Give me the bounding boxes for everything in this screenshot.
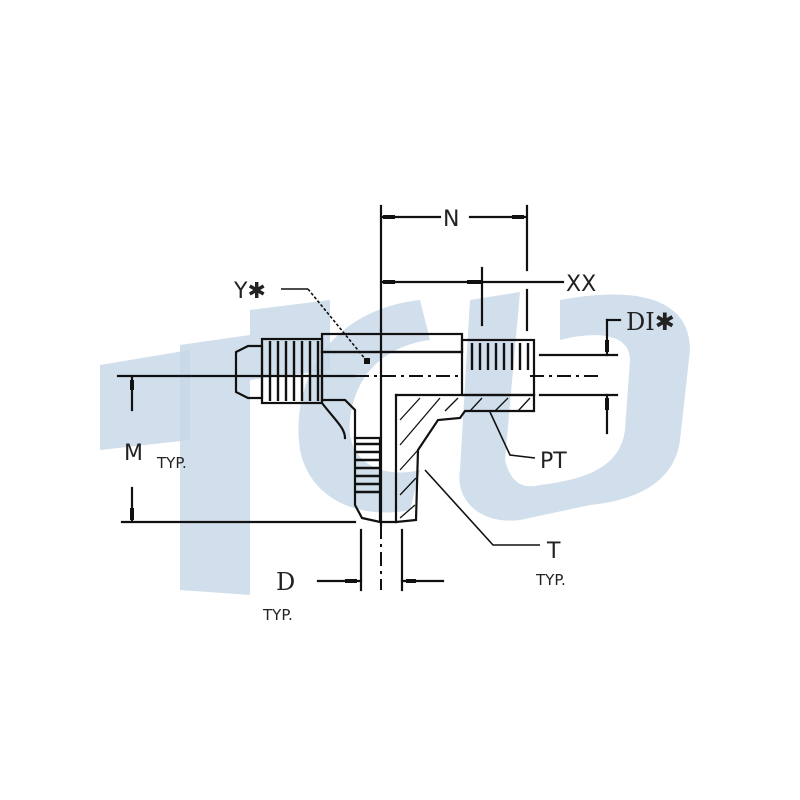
label-y: Y✱ bbox=[233, 279, 266, 304]
dimension-d: D TYP. bbox=[262, 528, 445, 624]
label-n: N bbox=[443, 207, 459, 232]
label-d: D bbox=[276, 568, 295, 596]
dimension-m: M TYP. bbox=[120, 376, 357, 524]
leader-y: Y✱ bbox=[233, 279, 370, 364]
label-m-typ: TYP. bbox=[156, 454, 187, 472]
dimension-n: N bbox=[379, 204, 529, 332]
thread-right bbox=[470, 343, 530, 370]
label-di: DI✱ bbox=[626, 308, 675, 336]
section-hatch bbox=[399, 397, 531, 519]
label-pt: PT bbox=[540, 449, 567, 474]
label-t-typ: TYP. bbox=[535, 571, 566, 589]
tee-body bbox=[234, 328, 536, 590]
label-d-typ: TYP. bbox=[262, 606, 293, 624]
dimension-xx: XX bbox=[381, 266, 596, 327]
leader-t: T TYP. bbox=[424, 469, 566, 589]
label-m: M bbox=[124, 441, 143, 466]
dimension-di: DI✱ bbox=[538, 308, 675, 435]
label-xx: XX bbox=[566, 272, 596, 297]
thread-bottom bbox=[355, 442, 380, 494]
label-t: T bbox=[546, 539, 561, 564]
leader-pt: PT bbox=[489, 411, 567, 474]
thread-left bbox=[268, 341, 320, 401]
